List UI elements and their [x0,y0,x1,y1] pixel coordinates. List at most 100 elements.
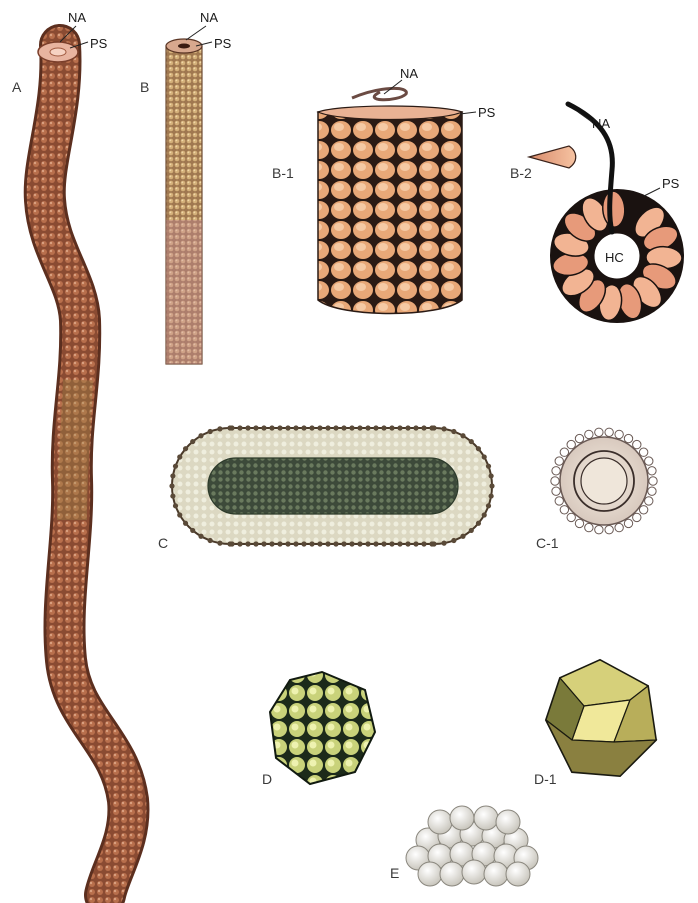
c1-spike [633,513,641,521]
c-spike [208,538,213,543]
callout-na-a: NA [68,10,86,25]
c-spike [397,541,402,546]
c1-spike [624,519,632,527]
c1-spike [585,523,593,531]
leader-b-na [186,26,206,40]
d-capsid-outline [270,672,375,784]
panel-c1-sphere-section [551,428,657,534]
callout-na-b2: NA [592,116,610,131]
c1-spike [575,519,583,527]
c-spike [173,503,178,508]
e-sphere [484,862,508,886]
c-spike [261,541,266,546]
c-spike [397,425,402,430]
c-spike [198,534,203,539]
c-spike [285,425,290,430]
c-spike [190,528,195,533]
panel-label-b1: B-1 [272,165,294,181]
c-spike [469,439,474,444]
e-sphere [496,810,520,834]
c-spike [173,464,178,469]
panel-label-c1: C-1 [536,535,559,551]
c1-spike [633,440,641,448]
c-spike [317,541,322,546]
c-spike [293,541,298,546]
rod-b-lower-shading [166,220,202,364]
c1-spike [552,467,560,475]
c1-spike [649,477,657,485]
c-spike [441,426,446,431]
rod-a-greenish-band [72,380,78,520]
e-sphere [462,860,486,884]
c-spike [169,483,174,488]
c-spike [489,493,494,498]
c-spike [381,541,386,546]
callout-ps-b1: PS [478,105,496,120]
panel-b-rigid-rod [166,39,202,364]
c-spike [431,425,436,430]
c1-spike [645,457,653,465]
callout-na-b1: NA [400,66,418,81]
e-sphere [440,862,464,886]
e-sphere [418,862,442,886]
c-spike [333,541,338,546]
c-spike [365,541,370,546]
c-spike [389,425,394,430]
leader-b2-ps [644,188,660,196]
c-spike [413,425,418,430]
c-spike [381,425,386,430]
c-spike [253,425,258,430]
c-spike [277,425,282,430]
callout-hc-b2: HC [605,250,624,265]
c-spike [269,425,274,430]
c1-spike [585,430,593,438]
panel-label-e: E [390,865,399,881]
e-sphere [450,806,474,830]
panel-d1-icosahedron [546,660,656,776]
c-spike [293,425,298,430]
panel-label-b: B [140,79,149,95]
c1-spike [648,467,656,475]
c1-spike [624,434,632,442]
c-spike [341,425,346,430]
c-spike [373,425,378,430]
callout-na-b: NA [200,10,218,25]
callout-ps-b: PS [214,36,232,51]
c1-spike [615,430,623,438]
c-spike [183,446,188,451]
c-spike [333,425,338,430]
c1-spike [615,523,623,531]
c-spike [317,425,322,430]
rod-a-nucleic-acid-core [50,48,66,56]
e-sphere [428,810,452,834]
c-spike [431,541,436,546]
c-spike [441,541,446,546]
c-spike [421,425,426,430]
panel-label-c: C [158,535,168,551]
c-spike [309,541,314,546]
c1-spike [555,497,563,505]
c-spike [170,493,175,498]
c1-spike [605,526,613,534]
c-spike [227,425,232,430]
c-spike [245,541,250,546]
c-spike [309,425,314,430]
c-spike [285,541,290,546]
c-spike [277,541,282,546]
c-spike [365,425,370,430]
c-spike [198,433,203,438]
c-spike [389,541,394,546]
c1-spike [645,497,653,505]
c-spike [269,541,274,546]
c-spike [451,429,456,434]
c-spike [227,541,232,546]
c-spike [245,425,250,430]
c1-spike [560,506,568,514]
panel-b1-helix-segment [318,88,462,313]
c-spike [217,541,222,546]
c-spike [349,541,354,546]
c1-spike [639,506,647,514]
c-spike [208,429,213,434]
panel-d-icosahedral-capsid [270,672,375,784]
